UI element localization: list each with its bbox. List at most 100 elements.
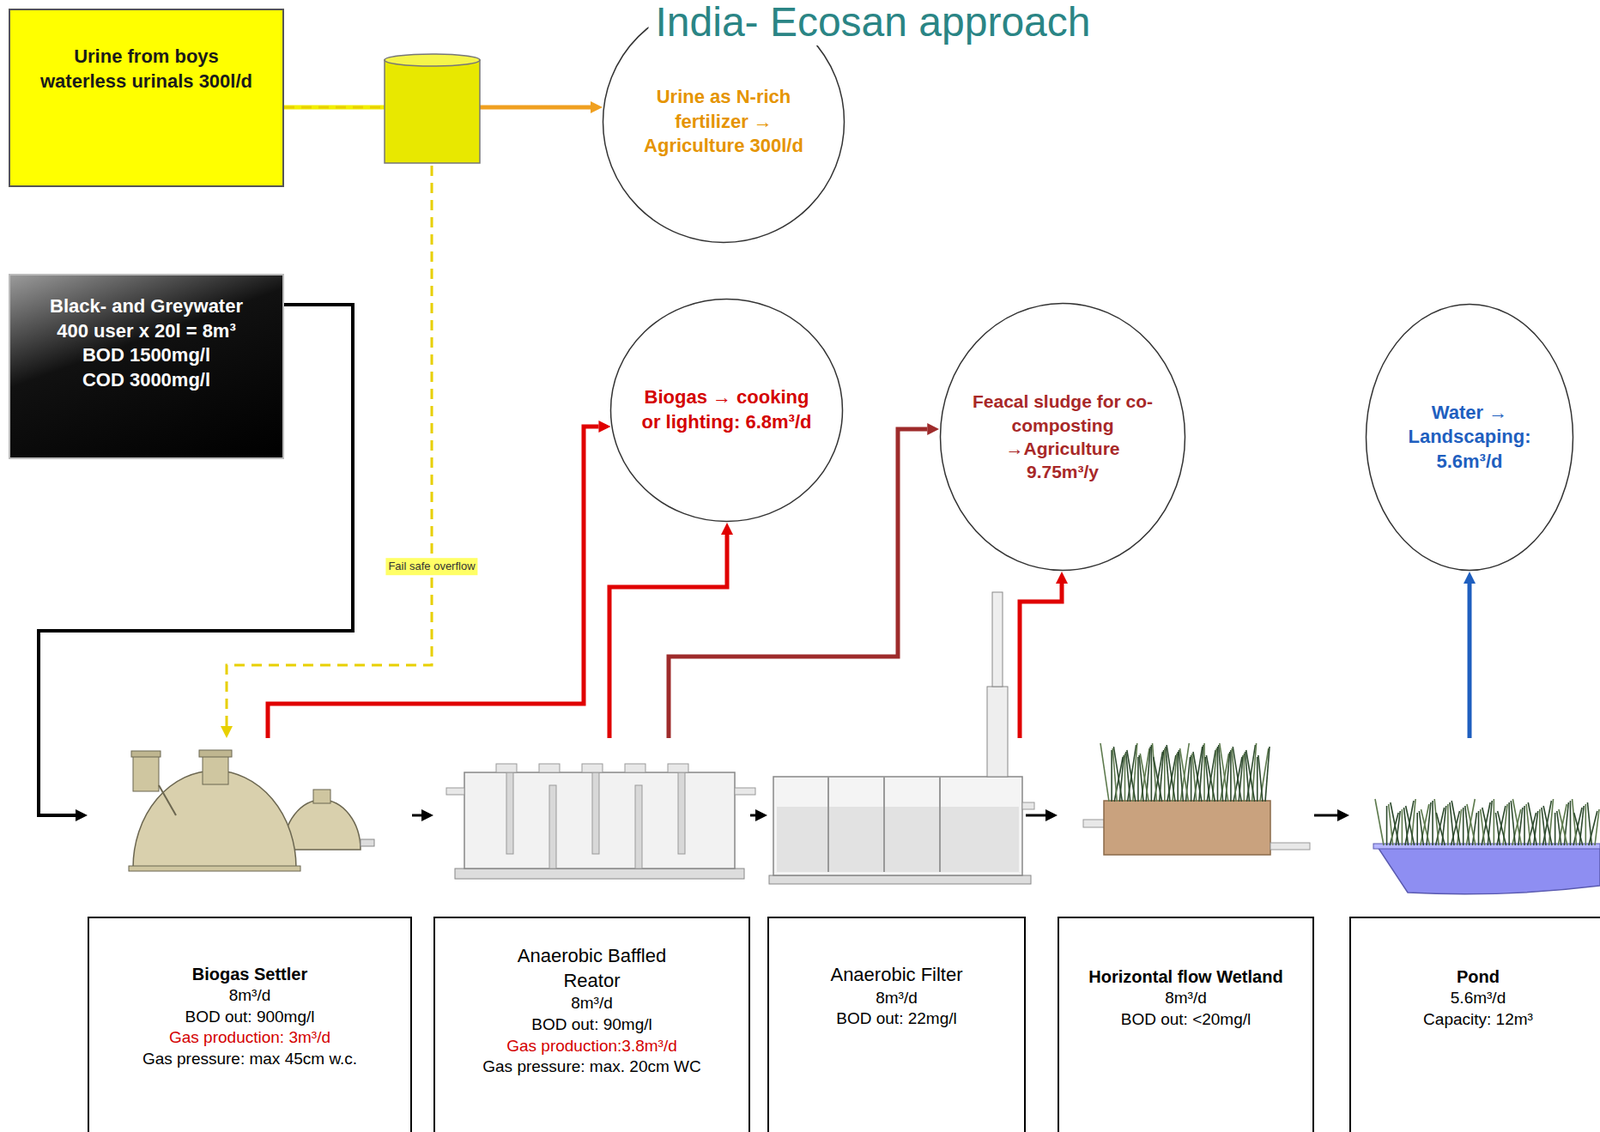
biogas-settler-drawing: [133, 755, 159, 792]
circle-outline: [940, 303, 1186, 571]
node-heading: Black- and Greywater: [22, 294, 271, 320]
baffled-reactor-drawing: [464, 772, 735, 869]
pond-plants: [1375, 799, 1600, 846]
treatment-unit: Horizontal flow Wetland8m³/dBOD out: <20…: [1057, 738, 1315, 1132]
wetland-plants: [1110, 750, 1113, 802]
anaerobic-filter-drawing: [987, 686, 1008, 777]
treatment-unit: Pond5.6m³/dCapacity: 12m³: [1349, 738, 1600, 1132]
source-box: Black- and Greywater400 user x 20l = 8m³…: [8, 273, 285, 460]
urine-tank: [384, 54, 480, 164]
pond-plants: [1569, 800, 1572, 846]
node-heading: Urine as N-rich fertilizer → Agriculture…: [630, 84, 817, 159]
unit-panel: Anaerobic Baffled Reator8m³/dBOD out: 90…: [433, 916, 751, 1132]
node-text: Gas pressure: max 45cm w.c.: [89, 1048, 411, 1071]
pond-drawing: [1377, 847, 1600, 895]
node-text: Gas pressure: max. 20cm WC: [435, 1056, 749, 1079]
pond-plants: [1554, 812, 1557, 846]
unit-panel: Pond5.6m³/dCapacity: 12m³: [1349, 916, 1600, 1132]
baffled-reactor-drawing: [667, 763, 689, 773]
node-text: BOD out: 22mg/l: [769, 1008, 1025, 1031]
wetland-plants: [1190, 755, 1193, 802]
treatment-unit: Anaerobic Filter8m³/dBOD out: 22mg/l: [767, 738, 1026, 1132]
biogas-settler-drawing: [128, 750, 375, 872]
pond-plants: [1401, 809, 1404, 846]
node-text: 8m³/d: [1059, 987, 1313, 1010]
wetland-plants: [1256, 757, 1259, 802]
node-text: 8m³/d: [89, 985, 411, 1007]
flow-arrow: [750, 814, 756, 818]
node-text: 8m³/d: [435, 993, 749, 1015]
wetland-plants: [1151, 745, 1153, 802]
node-text: Capacity: 12m³: [1351, 1009, 1600, 1031]
wetland-plants: [1137, 757, 1140, 802]
node-heading: Water → Landscaping: 5.6m³/d: [1389, 400, 1549, 475]
urine-tank: [384, 54, 480, 67]
wetland-plants: [1176, 751, 1179, 802]
baffled-reactor-drawing: [496, 763, 517, 773]
pond-plants: [1594, 809, 1600, 846]
treatment-unit: Biogas Settler8m³/dBOD out: 900mg/lGas p…: [87, 738, 413, 1132]
flow-arrow: [1025, 814, 1046, 818]
node-heading: Urine from boys waterless urinals 300l/d: [29, 44, 264, 94]
baffled-reactor-drawing: [734, 787, 756, 795]
anaerobic-filter-drawing: [828, 776, 940, 873]
pond-plants: [1508, 802, 1510, 846]
wetland-plants: [1166, 745, 1176, 802]
circle-outline: [603, 1, 845, 243]
node-text: BOD out: 90mg/l: [435, 1014, 749, 1037]
pond-plants: [1390, 802, 1400, 846]
wetland-plants: [1219, 743, 1229, 802]
biogas-settler-drawing: [360, 839, 375, 847]
circle-outline: [609, 297, 844, 523]
urine-tank: [384, 60, 480, 164]
baffled-reactor-drawing: [454, 868, 745, 879]
pond-plants: [1447, 804, 1449, 846]
wetland-plants: [1217, 746, 1219, 802]
output-circle: Water → Landscaping: 5.6m³/d: [1364, 303, 1575, 572]
anaerobic-filter-drawing: [776, 806, 1019, 873]
node-text: 5.6m³/d: [1351, 987, 1600, 1010]
wetland-plants: [1100, 743, 1110, 802]
output-circle: Feacal sludge for co-composting →Agricul…: [939, 302, 1187, 572]
node-text: COD 3000mg/l: [22, 368, 271, 394]
source-box: Urine from boys waterless urinals 300l/d: [8, 8, 285, 188]
wetland-plants: [1243, 753, 1246, 802]
node-text: BOD out: 900mg/l: [89, 1006, 411, 1029]
biogas-settler-drawing: [313, 789, 331, 804]
flow-arrow: [267, 426, 599, 739]
node-text: Gas production: 3m³/d: [89, 1027, 411, 1049]
pond-plants: [1558, 809, 1568, 846]
baffled-reactor-drawing: [506, 772, 514, 855]
wetland-plants: [1265, 746, 1270, 802]
pond-plants: [1416, 812, 1419, 846]
flow-arrow: [1467, 583, 1473, 739]
pond-plants: [1451, 800, 1461, 846]
wetland-drawing: [1270, 842, 1310, 850]
pond-plants: [1478, 811, 1480, 846]
circle-outline: [611, 299, 843, 522]
pond-plants: [1493, 799, 1496, 846]
wetland-plants: [1246, 750, 1255, 802]
pond-plants: [1481, 802, 1491, 846]
pond-plants: [1585, 804, 1588, 846]
pond-plants: [1527, 802, 1537, 846]
unit-panel: Horizontal flow Wetland8m³/dBOD out: <20…: [1057, 916, 1315, 1132]
pond-plants: [1466, 799, 1475, 846]
wetland-plants: [1124, 753, 1127, 802]
edge-label: Fail safe overflow: [385, 557, 478, 576]
biogas-settler-drawing: [202, 755, 229, 785]
anaerobic-filter-drawing: [769, 592, 1035, 885]
wetland-plants: [1139, 753, 1149, 802]
wetland-plants: [1203, 743, 1206, 802]
baffled-reactor-drawing: [446, 787, 465, 795]
pond-plants: [1462, 807, 1465, 846]
node-text: BOD 1500mg/l: [22, 343, 271, 369]
treatment-unit: Anaerobic Baffled Reator8m³/dBOD out: 90…: [433, 738, 751, 1132]
flow-arrow: [412, 814, 422, 818]
pond-plants: [1557, 804, 1567, 846]
pond-plants: [1512, 799, 1522, 846]
baffled-reactor-drawing: [446, 763, 756, 879]
anaerobic-filter-drawing: [773, 776, 1023, 876]
pond-plants: [1542, 800, 1552, 846]
node-heading: Biogas Settler: [89, 963, 411, 986]
